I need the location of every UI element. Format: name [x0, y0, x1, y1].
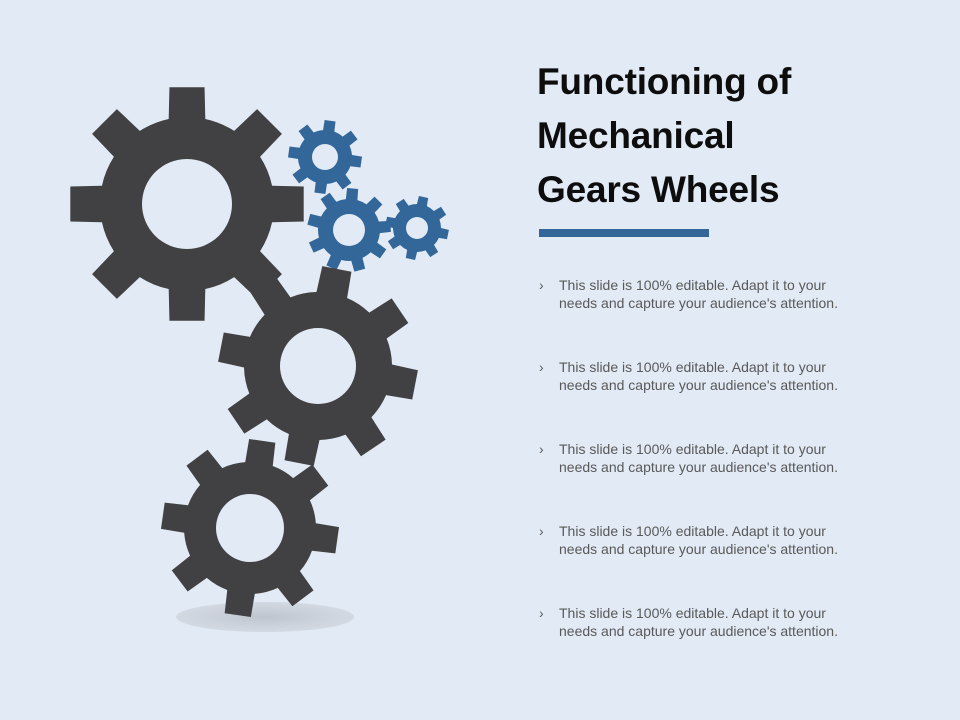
small-blue-gear-right — [385, 196, 449, 260]
chevron-right-icon: › — [539, 441, 544, 457]
slide-title: Functioning of Mechanical Gears Wheels — [537, 55, 937, 217]
bullet-text-line: This slide is 100% editable. Adapt it to… — [559, 441, 826, 457]
bullet-text-line: This slide is 100% editable. Adapt it to… — [559, 605, 826, 621]
bullet-list: › This slide is 100% editable. Adapt it … — [537, 276, 937, 686]
middle-dark-gear — [218, 266, 418, 466]
bullet-text-line: needs and capture your audience's attent… — [559, 295, 838, 311]
small-blue-gear-top — [288, 120, 362, 194]
bullet-text-line: needs and capture your audience's attent… — [559, 623, 838, 639]
bottom-dark-gear — [161, 439, 339, 617]
title-line: Functioning of — [537, 61, 792, 102]
gears-illustration — [70, 87, 449, 632]
gear-shadow — [176, 602, 354, 632]
bullet-text-line: This slide is 100% editable. Adapt it to… — [559, 523, 826, 539]
bullet-text-line: This slide is 100% editable. Adapt it to… — [559, 359, 826, 375]
bullet-item: › This slide is 100% editable. Adapt it … — [537, 358, 937, 440]
chevron-right-icon: › — [539, 359, 544, 375]
chevron-right-icon: › — [539, 523, 544, 539]
bullet-text-line: needs and capture your audience's attent… — [559, 541, 838, 557]
title-line: Mechanical — [537, 115, 735, 156]
bullet-text-line: needs and capture your audience's attent… — [559, 377, 838, 393]
bullet-text-line: needs and capture your audience's attent… — [559, 459, 838, 475]
bullet-item: › This slide is 100% editable. Adapt it … — [537, 604, 937, 686]
bullet-item: › This slide is 100% editable. Adapt it … — [537, 276, 937, 358]
large-dark-gear — [70, 87, 304, 321]
chevron-right-icon: › — [539, 605, 544, 621]
bullet-item: › This slide is 100% editable. Adapt it … — [537, 522, 937, 604]
bullet-text-line: This slide is 100% editable. Adapt it to… — [559, 277, 826, 293]
medium-blue-gear — [307, 188, 391, 272]
chevron-right-icon: › — [539, 277, 544, 293]
title-line: Gears Wheels — [537, 169, 780, 210]
title-divider — [539, 229, 709, 237]
bullet-item: › This slide is 100% editable. Adapt it … — [537, 440, 937, 522]
